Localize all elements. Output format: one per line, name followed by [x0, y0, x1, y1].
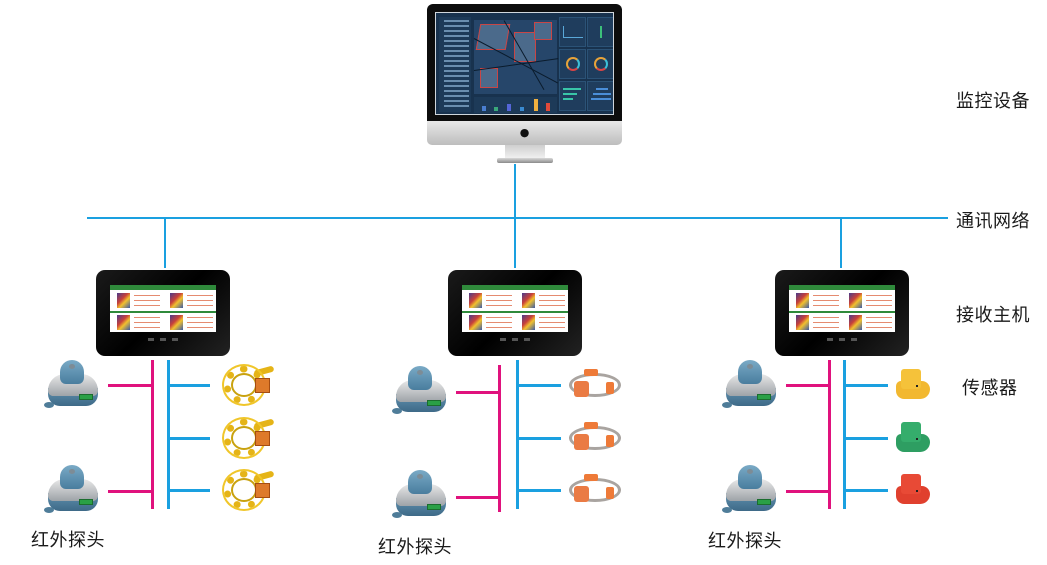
- dashboard-map: [473, 20, 559, 94]
- network-drop-line-2: [514, 218, 516, 268]
- sensor-bus-line-1: [167, 360, 170, 509]
- receiver-screen: [789, 285, 895, 332]
- sensor-branch-line: [844, 384, 888, 387]
- sensor-branch-line: [844, 489, 888, 492]
- monitor-screen-dashboard: [435, 12, 614, 115]
- network-drop-line-3: [840, 218, 842, 268]
- layer-label-sensor: 传感器: [962, 378, 1018, 399]
- dashboard-sidebar: [439, 17, 471, 112]
- probe-branch-line: [786, 490, 829, 493]
- yellow-coil-sensor-icon: [222, 469, 276, 511]
- probe-branch-line: [456, 496, 499, 499]
- infrared-probe-icon: [722, 465, 780, 517]
- yellow-wireless-sensor-icon: [892, 367, 932, 401]
- layer-label-network: 通讯网络: [956, 211, 1030, 232]
- sensor-branch-line: [168, 437, 210, 440]
- probe-branch-line: [786, 384, 829, 387]
- network-bus-line: [87, 217, 948, 219]
- sensor-branch-line: [517, 489, 561, 492]
- infrared-probe-icon: [392, 366, 450, 418]
- probe-label-group-2: 红外探头: [378, 537, 452, 558]
- yellow-coil-sensor-icon: [222, 417, 276, 459]
- monitor-stand-foot: [497, 158, 553, 163]
- apple-logo-icon: ●: [519, 126, 530, 139]
- monitor-chin: [427, 121, 622, 145]
- receiver-screen: [462, 285, 568, 332]
- probe-label-group-3: 红外探头: [708, 531, 782, 552]
- probe-branch-line: [456, 391, 499, 394]
- infrared-probe-icon: [44, 360, 102, 412]
- dashboard-bar-strip: [474, 97, 557, 113]
- probe-bus-line-2: [498, 365, 501, 512]
- sensor-branch-line: [517, 437, 561, 440]
- probe-bus-line-3: [828, 360, 831, 509]
- sensor-branch-line: [168, 489, 210, 492]
- probe-bus-line-1: [151, 360, 154, 509]
- layer-label-receiver: 接收主机: [956, 305, 1030, 326]
- sensor-branch-line: [844, 437, 888, 440]
- sensor-bus-line-3: [843, 360, 846, 509]
- sensor-bus-line-2: [516, 360, 519, 509]
- receiver-host-1: [96, 270, 230, 356]
- receiver-host-2: [448, 270, 582, 356]
- orange-band-sensor-icon: [566, 420, 624, 456]
- monitor-stand-neck: [505, 145, 545, 159]
- probe-branch-line: [108, 384, 152, 387]
- green-wireless-sensor-icon: [892, 420, 932, 454]
- dashboard-panel-ring-2: [587, 49, 613, 79]
- dashboard-panel-hbars-2: [587, 81, 613, 111]
- receiver-screen: [110, 285, 216, 332]
- yellow-coil-sensor-icon: [222, 364, 276, 406]
- orange-band-sensor-icon: [566, 367, 624, 403]
- orange-band-sensor-icon: [566, 472, 624, 508]
- red-wireless-sensor-icon: [892, 472, 932, 506]
- receiver-host-3: [775, 270, 909, 356]
- monitor-uplink-line: [514, 164, 516, 218]
- probe-label-group-1: 红外探头: [31, 530, 105, 551]
- infrared-probe-icon: [392, 470, 450, 522]
- dashboard-panel-line: [559, 17, 586, 47]
- infrared-probe-icon: [44, 465, 102, 517]
- monitoring-device-imac: ●: [427, 4, 622, 164]
- probe-branch-line: [108, 490, 152, 493]
- infrared-probe-icon: [722, 360, 780, 412]
- sensor-branch-line: [168, 384, 210, 387]
- sensor-branch-line: [517, 384, 561, 387]
- layer-label-monitoring: 监控设备: [956, 91, 1030, 112]
- dashboard-panel-gauge: [587, 17, 613, 47]
- network-drop-line-1: [164, 218, 166, 268]
- dashboard-panel-ring-1: [559, 49, 586, 79]
- dashboard-panel-hbars-1: [559, 81, 586, 111]
